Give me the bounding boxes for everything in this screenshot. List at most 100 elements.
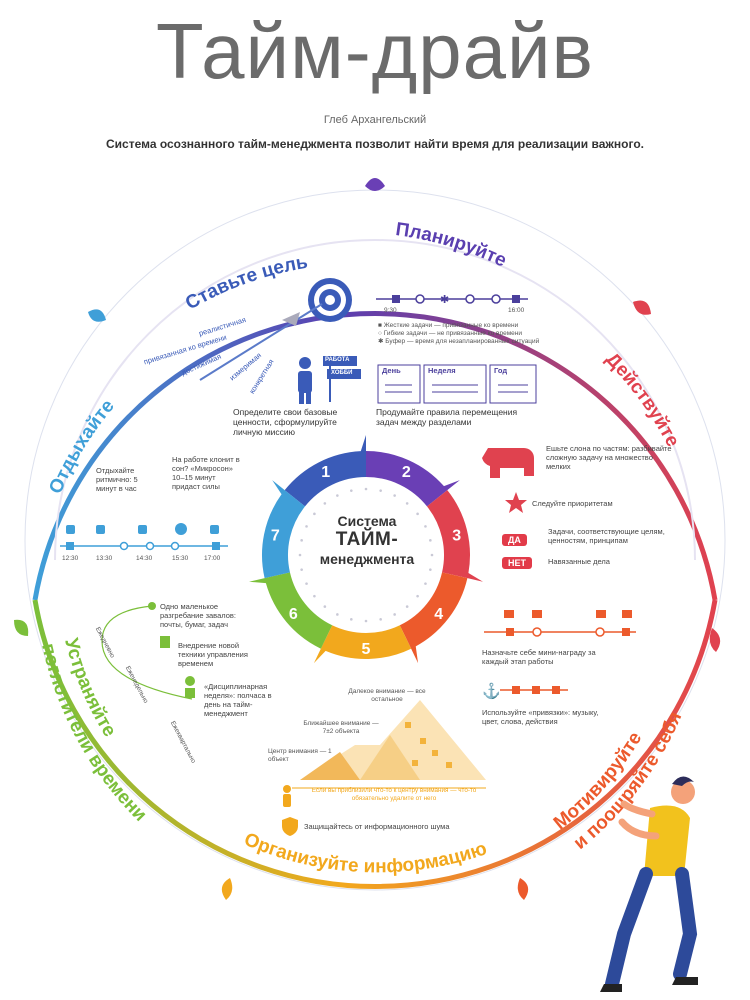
hub-dot: [300, 539, 303, 542]
rest-time-5: 17:00: [204, 555, 221, 562]
outer-ring-top: [32, 311, 718, 601]
plan-timeline-icon: ✱: [376, 294, 528, 306]
no-badge: НЕТ: [502, 553, 532, 571]
arrow-icon: [199, 303, 323, 381]
tab-year: Год: [494, 366, 508, 375]
outer-ring-bottom: [32, 599, 718, 889]
hub-dot: [424, 525, 427, 528]
near-attention: Ближайшее внимание — 7±2 объекта: [303, 720, 379, 735]
rest-time-3: 14:30: [136, 555, 153, 562]
plan-title: Планируйте: [394, 219, 509, 272]
author-name: Глеб Архангельский: [323, 114, 427, 126]
plan-time-end: 16:00: [508, 307, 525, 314]
hub-dot: [336, 494, 339, 497]
eliminate-item-2: Внедрение новой техники управления време…: [178, 641, 248, 668]
gift-icon: [504, 610, 632, 618]
rest-text-2: На работе клонит в сон? «Микросон» 10–15…: [172, 455, 240, 491]
person-small-icon: [283, 785, 291, 807]
hub-dot: [393, 494, 396, 497]
shield-icon: [282, 817, 298, 836]
eliminate-item-1: Одно маленькое разгребание завалов: почт…: [160, 602, 236, 629]
wheel-number-7: 7: [271, 527, 280, 544]
hub-dot: [323, 502, 327, 505]
no-text: Навязанные дела: [548, 557, 610, 566]
rest-time-4: 15:30: [172, 555, 189, 562]
star-icon: [505, 492, 527, 513]
plan-legend-fixed: ■ Жесткие задачи — привязанные ко времен…: [378, 322, 519, 329]
svg-text:поглотители времени: поглотители времени: [37, 641, 151, 825]
wheel-segment-5: [313, 625, 412, 664]
svg-text:⚓: ⚓: [482, 682, 501, 700]
yes-badge: ДА: [502, 530, 527, 548]
wheel-hub: [290, 479, 442, 631]
ring-marker: [709, 628, 721, 652]
target-icon: [308, 278, 352, 322]
wheel-segment-3: [426, 490, 483, 582]
act-title: Действуйте: [601, 349, 683, 451]
hub-dot: [429, 539, 432, 542]
clipboard-icon: [160, 636, 170, 648]
reward-timeline-icon: [484, 627, 636, 637]
sign-hobby-icon: [327, 369, 361, 379]
center-line-2: ТАЙМ-: [335, 529, 399, 550]
wheel-number-4: 4: [434, 606, 443, 623]
hub-dot: [313, 512, 316, 516]
eliminate-title-2: поглотители времени: [37, 641, 151, 825]
eliminate-item-3: «Дисциплинарная неделя»: полчаса в день …: [204, 682, 272, 718]
hub-dot: [364, 487, 368, 491]
center-line-3: менеджмента: [319, 551, 415, 567]
elephant-icon: [482, 448, 534, 478]
hub-dot: [350, 618, 353, 621]
dot-icon: [148, 602, 156, 610]
plan-legend-buffer: ✱ Буфер — время для незапланированных си…: [378, 337, 540, 345]
wheel-number-1: 1: [321, 464, 330, 481]
far-attention: Далекое внимание — все остальное: [348, 688, 426, 703]
center-label: Система ТАЙМ- менеджмента: [296, 513, 438, 567]
plan-text: Продумайте правила перемещения задач меж…: [376, 407, 518, 428]
svg-text:✱: ✱: [440, 294, 449, 306]
wheel-number-6: 6: [289, 606, 298, 623]
ring-marker: [221, 878, 233, 900]
sign-work-icon: [323, 356, 357, 366]
arrow-tip-icon: [282, 312, 300, 326]
ring-marker: [517, 878, 529, 900]
wheel-segment-4: [399, 572, 468, 664]
elephant-text: Ешьте слона по частям: разбивайте сложну…: [546, 444, 672, 471]
hub-dot: [298, 553, 302, 557]
hub-dot: [424, 582, 427, 585]
hub-dot: [305, 525, 308, 528]
hub-dot: [429, 568, 432, 571]
hub-dot: [350, 489, 353, 492]
svg-text:Планируйте: Планируйте: [394, 219, 509, 272]
wheel-segment-7: [262, 480, 306, 579]
wheel-segment-6: [249, 572, 333, 649]
attention-note: Если вы приблизили что-то к центру внима…: [311, 787, 477, 802]
hub-dot: [300, 568, 303, 571]
rest-time-1: 12:30: [62, 555, 79, 562]
flow-line-icon: [101, 605, 193, 700]
svg-text:Действуйте: Действуйте: [601, 349, 683, 451]
wheel-segment-2: [366, 451, 460, 507]
wheel-segment-1: [284, 435, 366, 507]
plan-time-start: 9:30: [384, 307, 397, 314]
hub-dot: [393, 613, 396, 616]
hub-dot: [336, 613, 339, 616]
shield-text: Защищайтесь от информационного шума: [304, 822, 450, 831]
svg-text:Ставьте цель: Ставьте цель: [182, 252, 309, 315]
focus-attention: Центр внимания — 1 объект: [268, 748, 332, 763]
tab-day: День: [382, 366, 401, 375]
rest-time-2: 13:30: [96, 555, 113, 562]
attention-pyramid-icon: [292, 700, 486, 789]
hub-dot: [405, 502, 409, 505]
plan-tabs-icon: [377, 364, 537, 404]
rest-text-1: Отдыхайте ритмично: 5 минут в час: [96, 466, 138, 493]
hub-dot: [416, 512, 419, 516]
reward-text: Назначьте себе мини-награду за каждый эт…: [482, 648, 596, 666]
hub-dot: [313, 594, 316, 598]
hub-dot: [364, 619, 368, 623]
page-title: Тайм-драйв: [156, 7, 594, 95]
hub-dot: [323, 605, 327, 608]
yes-text: Задачи, соответствующие целям, ценностям…: [548, 527, 665, 545]
plan-legend: ■ Жесткие задачи — привязанные ко времен…: [378, 322, 558, 345]
